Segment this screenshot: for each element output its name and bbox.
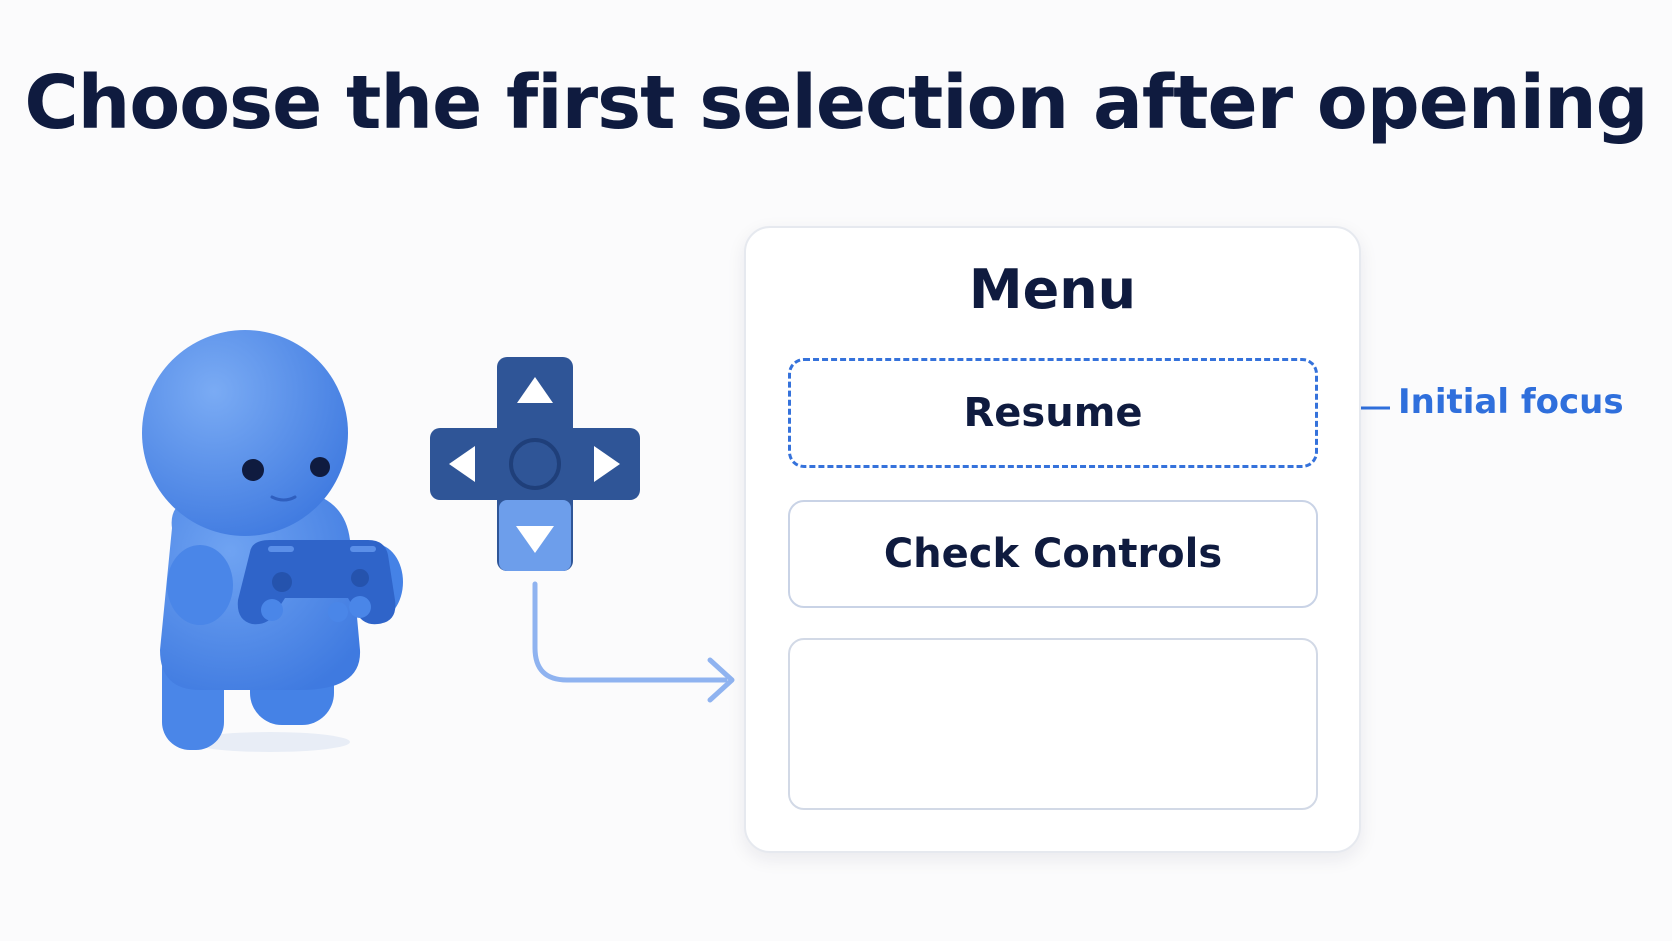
triangle-up-icon [517, 377, 553, 403]
gamer-figure-icon [142, 330, 403, 752]
menu-item-check-controls[interactable]: Check Controls [788, 500, 1318, 608]
menu-item-resume[interactable]: Resume [788, 358, 1318, 468]
triangle-left-icon [449, 446, 475, 482]
navigation-path-arrow [532, 581, 735, 703]
triangle-right-icon [594, 446, 620, 482]
menu-item-empty[interactable] [788, 638, 1318, 810]
triangle-down-icon [516, 526, 554, 553]
menu-title: Menu [968, 258, 1137, 321]
initial-focus-label: Initial focus [1398, 382, 1624, 422]
menu-panel: Menu Resume Check Controls [744, 226, 1361, 853]
dpad-icon [430, 357, 640, 571]
page-title: Choose the first selection after opening [24, 60, 1648, 146]
